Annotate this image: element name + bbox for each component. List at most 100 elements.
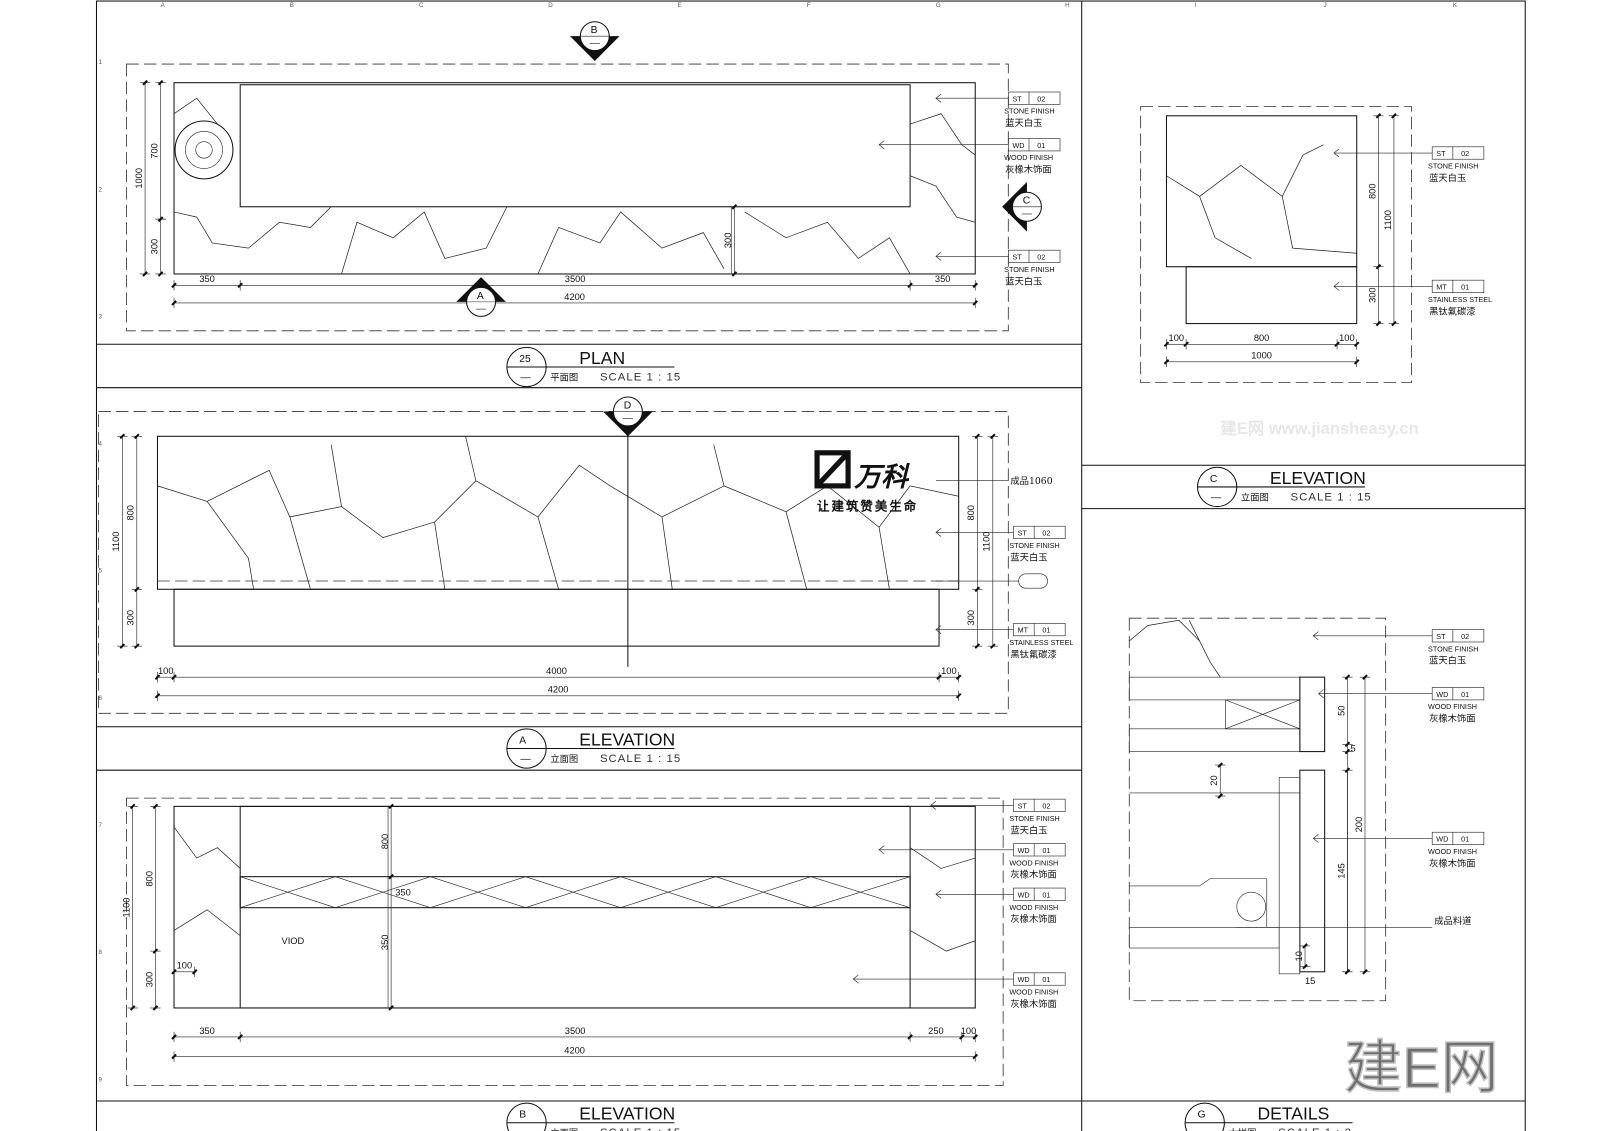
tag-code: ST [1012, 94, 1022, 103]
tag-code: WD [1436, 835, 1448, 844]
section-marker-a[interactable]: A [456, 277, 506, 317]
leader-arrow-icon [852, 974, 859, 984]
section-marker-d[interactable]: D [603, 396, 653, 437]
tag-number: 01 [1461, 835, 1469, 844]
tag-material: WOOD FINISH [1009, 988, 1058, 997]
elevation-c-drawing [1140, 106, 1412, 383]
finished-track-note: 成品料道 [1434, 915, 1471, 927]
tag-material: WOOD FINISH [1009, 903, 1058, 912]
title-number: 25 [519, 354, 531, 365]
section-marker-c[interactable]: C [1002, 181, 1042, 232]
grid-column-label: G [936, 2, 941, 9]
tag-number: 02 [1461, 632, 1469, 641]
tag-number: 01 [1042, 626, 1050, 635]
title-number: A [519, 735, 526, 746]
section-capsule [1018, 573, 1048, 589]
elevation-c-dimension: 300 [1367, 287, 1377, 303]
leader-arrow-icon [935, 528, 942, 537]
grid-row-label: 7 [99, 822, 103, 829]
tag-material: WOOD FINISH [1004, 153, 1053, 162]
drawing-title-cn: 大样图 [1229, 1127, 1257, 1131]
tag-material-cn: 灰橡木饰面 [1010, 913, 1057, 925]
drawing-scale: SCALE 1 : 2 [1278, 1127, 1352, 1131]
grid-column-label: E [677, 2, 681, 9]
grid-row-label: 8 [99, 949, 103, 956]
leader-arrow-icon [1333, 148, 1340, 158]
leader-arrow-icon [1333, 281, 1340, 291]
elevation-b-dimension: 100 [177, 961, 193, 971]
title-sub-number: — [520, 754, 531, 765]
details-dimension: 50 [1336, 706, 1346, 716]
elevation-b-dimension: 300 [144, 972, 154, 988]
tag-material: WOOD FINISH [1428, 847, 1477, 856]
details-dimension: 145 [1336, 863, 1346, 879]
tag-material: STONE FINISH [1428, 644, 1478, 653]
leader-arrow-icon [1317, 689, 1324, 699]
tag-material-cn: 蓝天白玉 [1005, 275, 1042, 287]
drawing-title-cn: 立面图 [1241, 491, 1269, 503]
section-marker-b[interactable]: B [569, 21, 620, 61]
grid-column-label: C [419, 2, 424, 9]
grid-column-label: H [1065, 2, 1069, 9]
tag-code: WD [1012, 141, 1024, 150]
tag-code: ST [1436, 149, 1446, 158]
details-dimension: 15 [1305, 976, 1315, 986]
plan-dimension: 350 [199, 274, 215, 284]
leader-arrow-icon [878, 140, 885, 150]
grid-row-label: 4 [99, 441, 103, 448]
tag-material: STAINLESS STEEL [1009, 638, 1073, 647]
tag-number: 01 [1461, 282, 1469, 291]
section-marker-label: B [591, 25, 598, 36]
leader-arrow-icon [1312, 834, 1319, 843]
grid-column-label: K [1453, 2, 1458, 9]
elevation-a-dimension: 1100 [982, 532, 992, 552]
tag-material: STONE FINISH [1009, 541, 1059, 550]
tag-material-cn: 蓝天白玉 [1429, 172, 1466, 184]
sink-circle [174, 120, 234, 180]
elevation-a-dimension: 300 [126, 610, 136, 626]
tag-number: 01 [1042, 890, 1050, 899]
elevation-a-drawing [98, 411, 1009, 714]
tag-code: ST [1012, 252, 1022, 261]
plan-total-dimension: 4200 [564, 292, 585, 302]
elevation-b-dimension: 800 [380, 834, 390, 850]
drawing-title: DETAILS [1257, 1104, 1329, 1124]
grid-column-label: B [290, 2, 294, 9]
tag-number: 02 [1037, 252, 1045, 261]
grid-row-label: 2 [99, 186, 103, 193]
tag-material-cn: 灰橡木饰面 [1005, 164, 1051, 176]
drawing-title: PLAN [579, 348, 625, 368]
grid-row-label: 3 [99, 313, 103, 320]
elevation-c-total-dimension: 1000 [1251, 351, 1272, 361]
logo-name: 万科 [853, 462, 910, 492]
section-marker-label: C [1023, 196, 1031, 207]
drawing-scale: SCALE 1 : 15 [1291, 491, 1372, 503]
void-label: VIOD [282, 936, 305, 946]
plan-dimension: 350 [935, 274, 951, 284]
logo-slogan: 让建筑赞美生命 [817, 499, 918, 514]
drawing-title-cn: 立面图 [550, 753, 578, 765]
tag-number: 02 [1042, 529, 1050, 538]
tag-material-cn: 蓝天白玉 [1010, 824, 1047, 836]
title-number: B [519, 1110, 526, 1121]
tag-material-cn: 黑钛氟碳漆 [1010, 649, 1057, 661]
sheet-frame [95, 0, 1526, 1131]
leader-arrow-icon [1312, 631, 1319, 641]
plan-drawing [126, 63, 1009, 332]
title-sub-number: — [1211, 492, 1222, 503]
